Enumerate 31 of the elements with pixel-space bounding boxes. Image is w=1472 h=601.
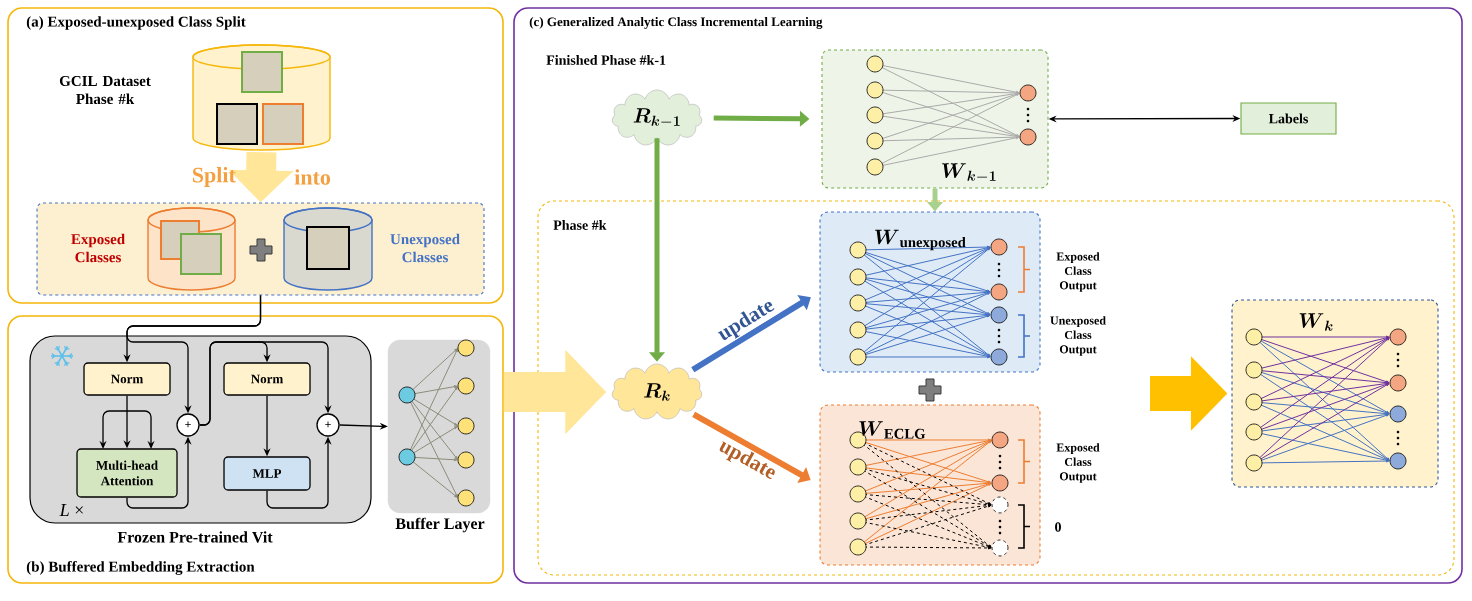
weight-label: $\boldsymbol{W}_{\boldsymbol{k}}$ [1299, 313, 1333, 331]
process-box: Norm [223, 362, 311, 396]
output-label: Exposed Class Output [1056, 252, 1100, 292]
class-label: Exposed Classes [71, 233, 125, 263]
weight-label: $\boldsymbol{W}_{\mathbf{ECLG}}$ [859, 421, 926, 439]
label: into [294, 169, 331, 185]
arrow [199, 341, 332, 426]
label-box: Labels [1240, 102, 1337, 135]
process-box: MLP [223, 456, 311, 491]
arrow [692, 411, 811, 483]
process-box: Multi-head Attention [76, 448, 178, 498]
box-caption: Buffer Layer [395, 517, 485, 533]
output-label: Exposed Class Output [1056, 443, 1100, 483]
panel-title: (b) Buffered Embedding Extraction [26, 561, 255, 575]
panel-title: (c) Generalized Analytic Class Incremental Learning [529, 17, 823, 29]
repeat-label: L × [59, 504, 83, 516]
panel-title: (a) Exposed-unexposed Class Split [26, 16, 246, 30]
region-title: Phase #k [553, 220, 607, 230]
box-caption: Frozen Pre-trained Vit [117, 531, 273, 543]
cloud: $\boldsymbol{R}_{\boldsymbol{k-1}}$ [611, 89, 703, 146]
output-label: 0 [1055, 522, 1061, 532]
label: Split [192, 167, 236, 187]
weight-label: $\boldsymbol{W}_{\boldsymbol{k-1}}$ [942, 163, 996, 181]
dataset-label: GCIL Dataset Phase #k [59, 75, 151, 104]
cloud: $\boldsymbol{R}_{\boldsymbol{k}}$ [611, 363, 703, 420]
output-label: Unexposed Class Output [1050, 316, 1106, 356]
weight-label: $\boldsymbol{W}_{\mathbf{unexposed}}$ [875, 229, 966, 251]
arrow [691, 294, 811, 373]
class-label: Unexposed Classes [390, 233, 460, 263]
process-box: Norm [83, 362, 171, 396]
label: Finished Phase #k-1 [546, 55, 666, 65]
